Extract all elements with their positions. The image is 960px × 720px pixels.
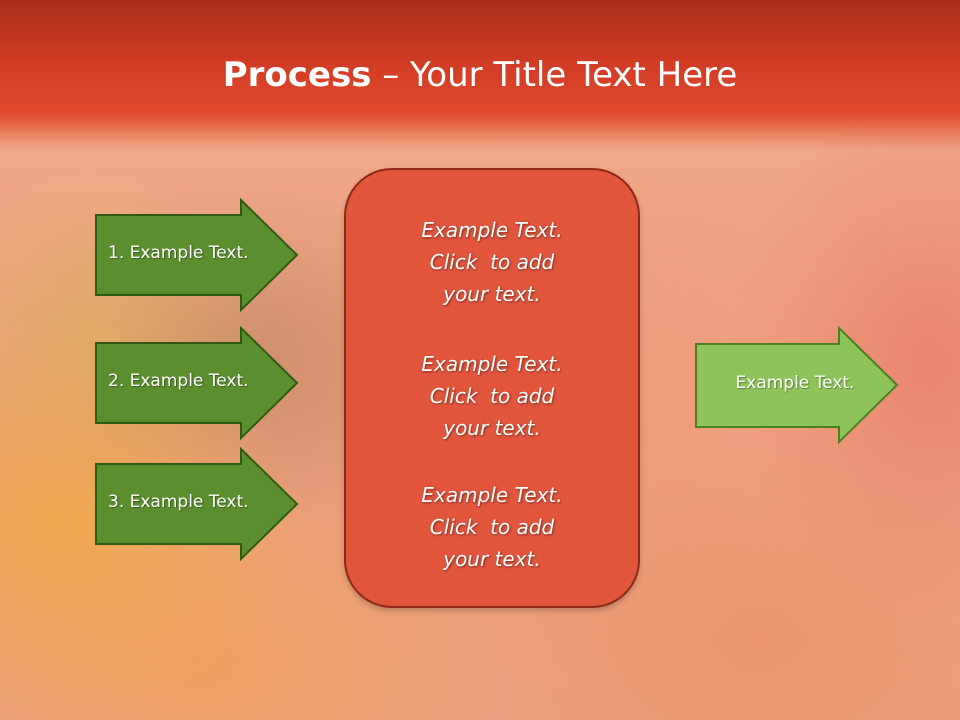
step-arrow-2-label: 2. Example Text. [108, 371, 249, 391]
step-arrow-2[interactable]: 2. Example Text. [95, 325, 299, 441]
step-arrow-3-label: 3. Example Text. [108, 492, 249, 512]
step-arrow-3-shape [95, 446, 299, 562]
title-rest: – Your Title Text Here [371, 55, 738, 95]
title-bold: Process [222, 55, 372, 95]
paragraph-3-line-1: Example Text. [421, 483, 563, 507]
step-arrow-1-shape [95, 197, 299, 313]
paragraph-3-line-2: Click to add [429, 515, 555, 539]
step-arrow-1[interactable]: 1. Example Text. [95, 197, 299, 313]
title-bar [0, 0, 960, 150]
center-box-paragraph-2: Example Text. Click to add your text. [346, 348, 638, 444]
step-arrow-2-shape [95, 325, 299, 441]
output-arrow[interactable]: Example Text. [695, 325, 899, 445]
paragraph-2-line-2: Click to add [429, 384, 555, 408]
paragraph-1-line-3: your text. [443, 282, 541, 306]
center-box-paragraph-3: Example Text. Click to add your text. [346, 479, 638, 575]
output-arrow-label: Example Text. [735, 373, 855, 393]
center-box-paragraph-1: Example Text. Click to add your text. [346, 214, 638, 310]
center-process-box[interactable]: Example Text. Click to add your text. Ex… [344, 168, 640, 608]
output-arrow-shape [695, 325, 899, 445]
paragraph-2-line-1: Example Text. [421, 352, 563, 376]
paragraph-2-line-3: your text. [443, 416, 541, 440]
paragraph-1-line-2: Click to add [429, 250, 555, 274]
paragraph-3-line-3: your text. [443, 547, 541, 571]
paragraph-1-line-1: Example Text. [421, 218, 563, 242]
step-arrow-3[interactable]: 3. Example Text. [95, 446, 299, 562]
step-arrow-1-label: 1. Example Text. [108, 243, 249, 263]
slide-title[interactable]: Process – Your Title Text Here [0, 52, 960, 98]
